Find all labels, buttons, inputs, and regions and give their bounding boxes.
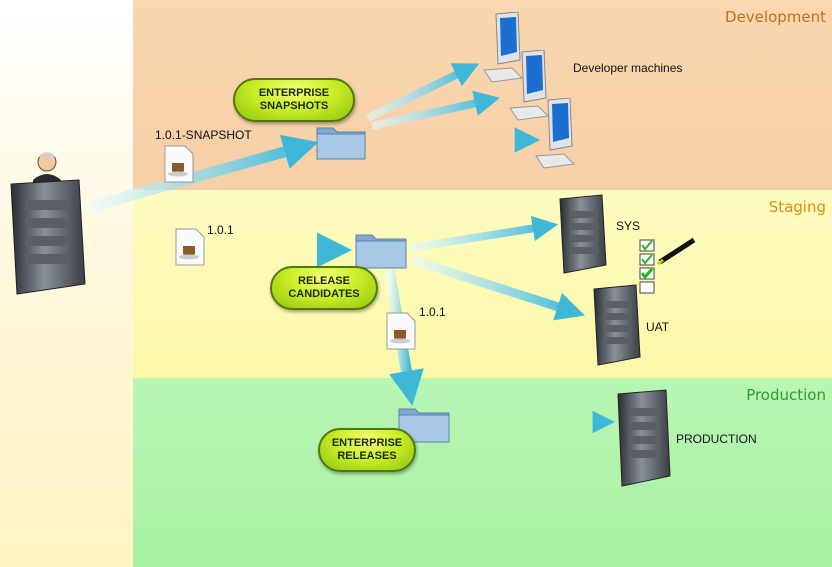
developer-machine-3-icon [535,98,576,169]
promoted-jar-icon [386,312,416,350]
sys-server-icon [559,194,607,274]
enterprise-releases-badge: ENTERPRISE RELEASES [318,428,416,472]
arrow-snapshots-to-dev2 [371,90,501,130]
snapshot-version-label: 1.0.1-SNAPSHOT [155,128,252,142]
promoted-version-label: 1.0.1 [419,305,446,319]
developer-machine-1-icon [483,12,524,83]
snapshots-folder-icon [316,127,366,160]
build-server-icon [10,152,86,295]
arrow-candidates-to-sys [409,215,559,252]
production-band: Production [133,378,832,567]
release-jar-icon [175,228,205,266]
production-target-label: PRODUCTION [676,432,757,446]
checklist-icon [639,237,696,294]
arrow-snapshots-to-dev1 [366,63,480,122]
uat-label: UAT [646,320,670,334]
release-candidates-badge: RELEASE CANDIDATES [270,266,378,310]
enterprise-snapshots-badge: ENTERPRISE SNAPSHOTS [233,78,355,122]
development-label: Development [725,8,826,26]
uat-server-icon [593,284,641,366]
production-label: Production [746,386,826,404]
arrow-candidates-to-uat [410,255,585,321]
arrow-build-to-snapshots [88,134,319,213]
production-server-icon [617,389,671,487]
release-version-label: 1.0.1 [207,223,234,237]
developer-machine-2-icon [509,50,550,121]
sys-label: SYS [616,219,641,233]
snapshot-jar-icon [164,145,194,183]
staging-label: Staging [768,198,826,216]
candidates-folder-icon [355,234,407,269]
developer-machines-label: Developer machines [573,61,683,75]
